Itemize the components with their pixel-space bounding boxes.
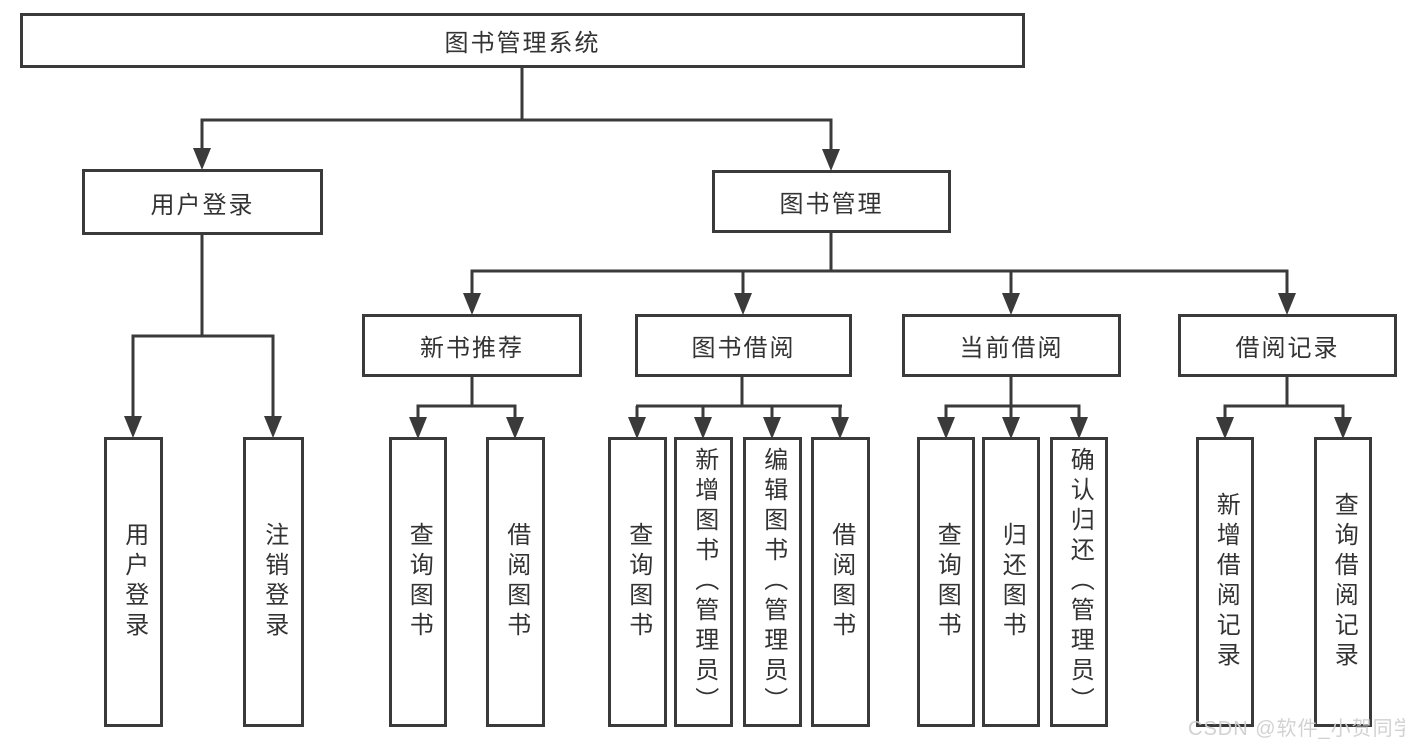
leaf-user-login-label: 用户登录: [120, 522, 148, 642]
leaf-current-query-books-label: 查询图书: [933, 522, 961, 642]
leaf-borrow-borrow-books-label: 借阅图书: [827, 522, 855, 642]
leaf-newbook-query-books-label: 查询图书: [405, 522, 433, 642]
leaf-records-add-record-label: 新增借阅记录: [1212, 492, 1240, 672]
leaf-logout-label: 注销登录: [260, 522, 288, 642]
node-user-login-label: 用户登录: [150, 191, 255, 219]
node-borrowing-records: 借阅记录: [1178, 314, 1397, 377]
leaf-current-query-books: 查询图书: [917, 437, 975, 727]
leaf-newbook-borrow-books: 借阅图书: [486, 437, 545, 727]
leaf-borrow-query-books-label: 查询图书: [624, 522, 652, 642]
leaf-records-query-record: 查询借阅记录: [1314, 437, 1372, 727]
node-current-borrowing: 当前借阅: [902, 314, 1121, 377]
node-current-borrowing-label: 当前借阅: [959, 335, 1064, 362]
leaf-borrow-add-books-admin: 新增图书（管理员）: [674, 437, 733, 727]
node-book-borrowing: 图书借阅: [635, 314, 852, 377]
leaf-logout: 注销登录: [243, 437, 304, 727]
leaf-current-confirm-return-admin-label: 确认归还（管理员）: [1066, 447, 1094, 717]
leaf-borrow-edit-books-admin-label: 编辑图书（管理员）: [759, 447, 787, 717]
watermark: CSDN @软件_小贺同学: [1188, 718, 1405, 740]
leaf-borrow-borrow-books: 借阅图书: [811, 437, 870, 727]
node-borrowing-records-label: 借阅记录: [1235, 335, 1340, 362]
leaf-borrow-edit-books-admin: 编辑图书（管理员）: [743, 437, 802, 727]
leaf-records-query-record-label: 查询借阅记录: [1330, 492, 1358, 672]
node-book-management-label: 图书管理: [779, 191, 884, 218]
node-book-management: 图书管理: [712, 170, 951, 233]
node-new-book-recommend: 新书推荐: [362, 314, 582, 377]
leaf-newbook-borrow-books-label: 借阅图书: [502, 522, 530, 642]
leaf-current-return-books-label: 归还图书: [998, 522, 1026, 642]
node-user-login: 用户登录: [82, 169, 323, 235]
node-root: 图书管理系统: [20, 13, 1025, 68]
leaf-user-login: 用户登录: [104, 437, 163, 727]
leaf-current-return-books: 归还图书: [982, 437, 1040, 727]
leaf-records-add-record: 新增借阅记录: [1196, 437, 1254, 727]
leaf-current-confirm-return-admin: 确认归还（管理员）: [1050, 437, 1108, 727]
leaf-borrow-add-books-admin-label: 新增图书（管理员）: [690, 447, 718, 717]
node-book-borrowing-label: 图书借阅: [691, 335, 796, 362]
leaf-borrow-query-books: 查询图书: [608, 437, 667, 727]
node-new-book-recommend-label: 新书推荐: [420, 335, 524, 362]
node-root-label: 图书管理系统: [444, 30, 601, 57]
leaf-newbook-query-books: 查询图书: [389, 437, 447, 727]
